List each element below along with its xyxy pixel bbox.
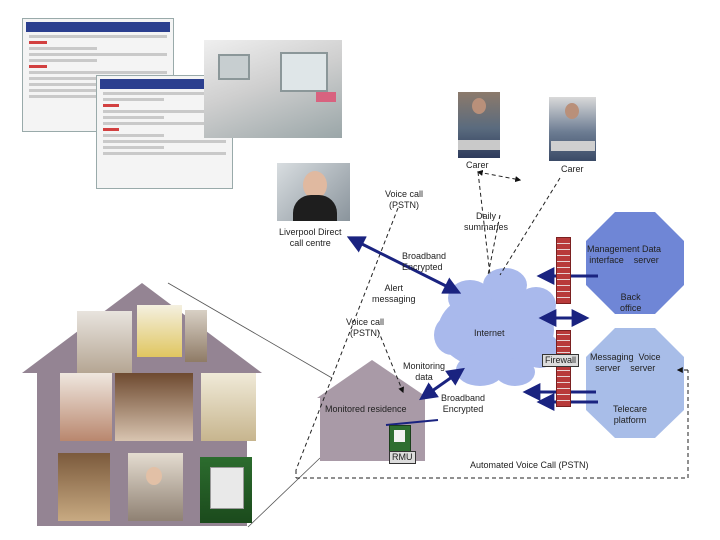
call-centre-photo	[277, 163, 350, 221]
firewall-label: Firewall	[542, 354, 580, 367]
internet-label: Internet	[474, 328, 505, 338]
room-photo-1	[77, 311, 132, 373]
automated-voice-call-label: Automated Voice Call (PSTN)	[470, 460, 589, 470]
firewall-top	[556, 237, 571, 304]
monitored-residence-label: Monitored residence	[325, 404, 407, 414]
internet-cloud	[434, 268, 560, 386]
elderly-resident-photo	[128, 453, 183, 521]
monitoring-data-arrow	[419, 367, 465, 401]
carer-photo-2	[549, 97, 596, 161]
call-centre-label: Liverpool Direct call centre	[279, 227, 342, 248]
room-photo-2	[137, 305, 182, 357]
carer-label-1: Carer	[466, 160, 489, 170]
alert-messaging-label: Alert messaging	[372, 283, 416, 304]
monitoring-data-label: Monitoring data	[403, 361, 446, 382]
daily-summaries-line	[476, 169, 522, 183]
room-photo-4	[60, 373, 112, 441]
voice-call-dashed-line	[295, 207, 399, 471]
firewall-bottom	[556, 330, 571, 407]
broadband-top-label: Broadband Encrypted	[402, 251, 447, 272]
rmu-label: RMU	[389, 451, 416, 464]
room-photo-3	[185, 310, 207, 362]
carer-label-2: Carer	[561, 164, 584, 174]
voice-call-top-label: Voice call (PSTN)	[385, 189, 424, 210]
telecare-platform-label: Telecare platform	[613, 404, 648, 425]
management-octagon	[586, 212, 684, 314]
rmu-icon	[389, 425, 411, 453]
voice-call-mid-label: Voice call (PSTN)	[346, 317, 385, 338]
daily-summaries-label: Daily summaries	[464, 211, 509, 232]
broadband-encrypted-top-arrow	[346, 236, 462, 294]
room-photo-5	[115, 373, 193, 441]
broadband-bottom-label: Broadband Encrypted	[441, 393, 486, 414]
back-office-label: Back office	[620, 292, 642, 313]
messaging-voice-label: Messaging Voice server server	[590, 352, 661, 373]
carer-photo-1	[458, 92, 500, 158]
office-computer-photo	[204, 40, 342, 138]
management-label: Management Data interface server	[587, 244, 662, 265]
room-photo-6	[201, 373, 256, 441]
telecare-octagon	[586, 328, 684, 438]
rmu-device-photo	[200, 457, 252, 523]
room-photo-7	[58, 453, 110, 521]
